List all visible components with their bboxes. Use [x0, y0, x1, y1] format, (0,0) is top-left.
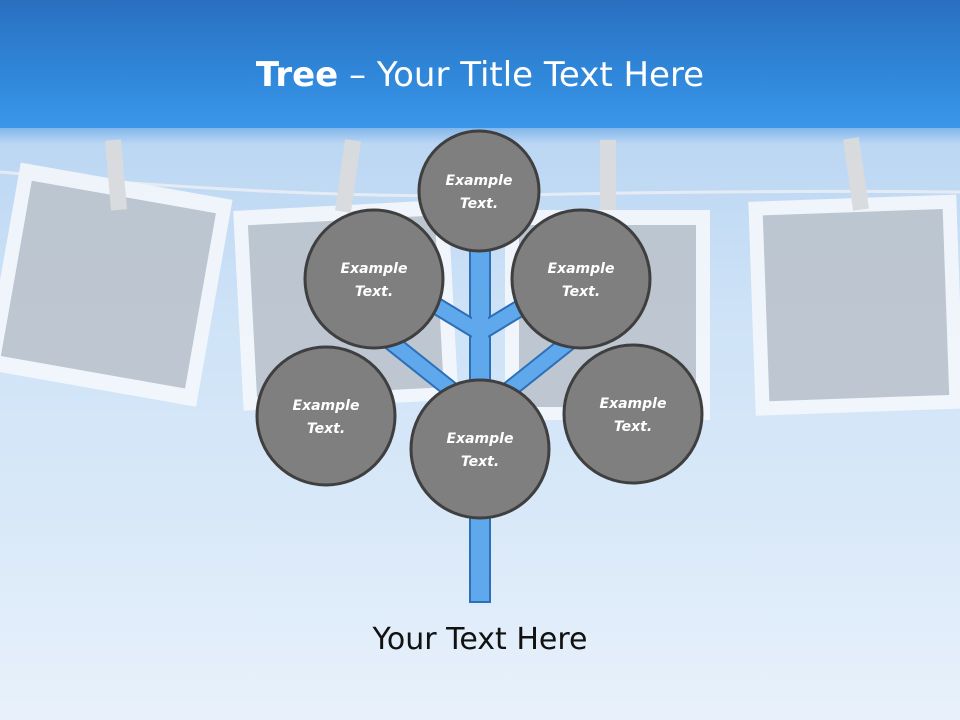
node-label-line2: Text.	[355, 284, 393, 300]
node-label-line2: Text.	[460, 196, 498, 212]
tree-node-lower-left: Example Text.	[255, 345, 397, 487]
node-circle	[303, 208, 445, 350]
node-circle	[255, 345, 397, 487]
tree-node-top: Example Text.	[417, 129, 541, 253]
node-circle	[417, 129, 541, 253]
node-label-line2: Text.	[562, 284, 600, 300]
slide-title-rest: – Your Title Text Here	[338, 55, 705, 95]
tree-node-center: Example Text.	[409, 378, 551, 520]
slide-caption: Your Text Here	[372, 622, 588, 657]
node-label-line2: Text.	[461, 454, 499, 470]
tree-node-upper-right: Example Text.	[510, 208, 652, 350]
node-label-line1: Example	[548, 261, 615, 277]
title-banner	[0, 0, 960, 128]
node-label-line2: Text.	[307, 421, 345, 437]
clothespin-2	[335, 139, 361, 213]
photo-frame-1	[0, 162, 233, 407]
node-label-line1: Example	[600, 396, 667, 412]
node-label-line1: Example	[447, 431, 514, 447]
clothespin-1	[104, 139, 128, 211]
slide-title: Tree – Your Title Text Here	[0, 52, 960, 98]
clothespin-4	[843, 137, 869, 211]
node-circle	[510, 208, 652, 350]
tree-node-lower-right: Example Text.	[562, 343, 704, 485]
node-circle	[409, 378, 551, 520]
node-label-line1: Example	[293, 398, 360, 414]
node-circle	[562, 343, 704, 485]
tree-node-upper-left: Example Text.	[303, 208, 445, 350]
node-label-line1: Example	[446, 173, 513, 189]
node-label-line2: Text.	[614, 419, 652, 435]
node-label-line1: Example	[341, 261, 408, 277]
slide-title-bold: Tree	[255, 55, 339, 95]
photo-frame-4	[748, 194, 960, 416]
clothespin-3	[600, 140, 616, 210]
